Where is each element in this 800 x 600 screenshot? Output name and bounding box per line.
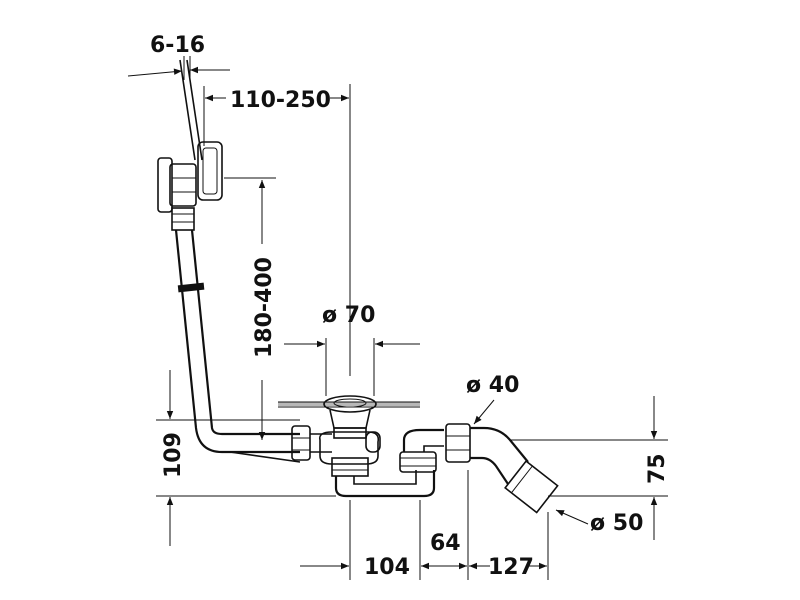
label-dist-waste-trap: 104 (364, 555, 410, 580)
dim-bottom-extensions (349, 470, 549, 580)
pipe-nut (291, 425, 332, 461)
outlet-coupling (445, 423, 471, 463)
outlet-pipe (470, 426, 529, 485)
dim-waste-diameter (284, 338, 420, 396)
dim-trap-height-left (156, 370, 336, 546)
trap (334, 470, 436, 498)
label-pipe-diameter: ø 50 (590, 511, 643, 536)
dim-overflow-offset (203, 84, 351, 376)
dim-wall-gap (127, 56, 230, 80)
overflow-connector (171, 207, 195, 231)
label-dist-trap-outlet: 64 (430, 531, 461, 556)
dim-overflow-height (224, 177, 276, 440)
leader-outlet-diameter (473, 399, 495, 425)
label-overflow-height: 180-400 (252, 257, 277, 358)
label-overflow-offset: 110-250 (230, 88, 331, 113)
label-trap-height-right: 75 (645, 453, 670, 484)
leader-pipe-diameter (555, 509, 589, 525)
overflow-tube (174, 229, 301, 463)
label-outlet-diameter: ø 40 (466, 373, 519, 398)
dim-trap-height-right (510, 396, 668, 540)
trap-riser (399, 428, 444, 473)
label-trap-height-left: 109 (161, 432, 186, 478)
label-wall-gap: 6-16 (150, 33, 205, 58)
overflow-head (157, 141, 223, 213)
label-waste-diameter: ø 70 (322, 303, 375, 328)
tub-rim (278, 401, 420, 408)
label-dist-outlet-end: 127 (488, 555, 534, 580)
outlet-sleeve (504, 459, 559, 514)
waste-valve (318, 395, 381, 477)
